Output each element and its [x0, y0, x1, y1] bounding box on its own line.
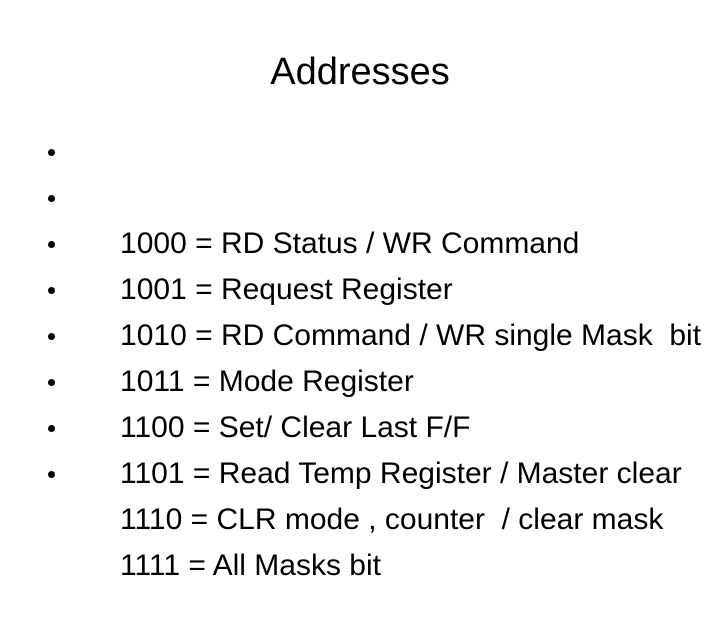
disc-bullet-icon [48, 333, 55, 340]
list-item: 1101 = Read Temp Register / Master clear [40, 359, 710, 490]
page-title: Addresses [270, 51, 450, 93]
list-item-label: 1000 = RD Status / WR Command [120, 227, 580, 260]
disc-bullet-icon [48, 425, 55, 432]
list-item-label: 1100 = Set/ Clear Last F/F [120, 411, 471, 444]
list-item: 1111 = All Masks bit [40, 451, 710, 582]
disc-bullet-icon [48, 287, 55, 294]
disc-bullet-icon [48, 149, 55, 156]
list-item-label: 1110 = CLR mode , counter / clear mask [120, 503, 664, 536]
list-item-label: 1010 = RD Command / WR single Mask bit [120, 319, 702, 352]
list-item: 1000 = RD Status / WR Command [40, 129, 710, 260]
list-item-label: 1111 = All Masks bit [120, 549, 381, 582]
disc-bullet-icon [48, 379, 55, 386]
list-item: 1100 = Set/ Clear Last F/F [40, 313, 710, 444]
list-item-label: 1101 = Read Temp Register / Master clear [120, 457, 682, 490]
list-item: 1001 = Request Register [40, 175, 710, 306]
list-item: 1110 = CLR mode , counter / clear mask [40, 405, 710, 536]
list-item: 1010 = RD Command / WR single Mask bit [40, 221, 710, 352]
disc-bullet-icon [48, 195, 55, 202]
list-item-label: 1001 = Request Register [120, 273, 453, 306]
disc-bullet-icon [48, 241, 55, 248]
address-bullet-list: 1000 = RD Status / WR Command 1001 = Req… [40, 129, 710, 582]
slide-canvas: Addresses 1000 = RD Status / WR Command … [40, 51, 710, 582]
list-item-label: 1011 = Mode Register [120, 365, 414, 398]
disc-bullet-icon [48, 471, 55, 478]
list-item: 1011 = Mode Register [40, 267, 710, 398]
